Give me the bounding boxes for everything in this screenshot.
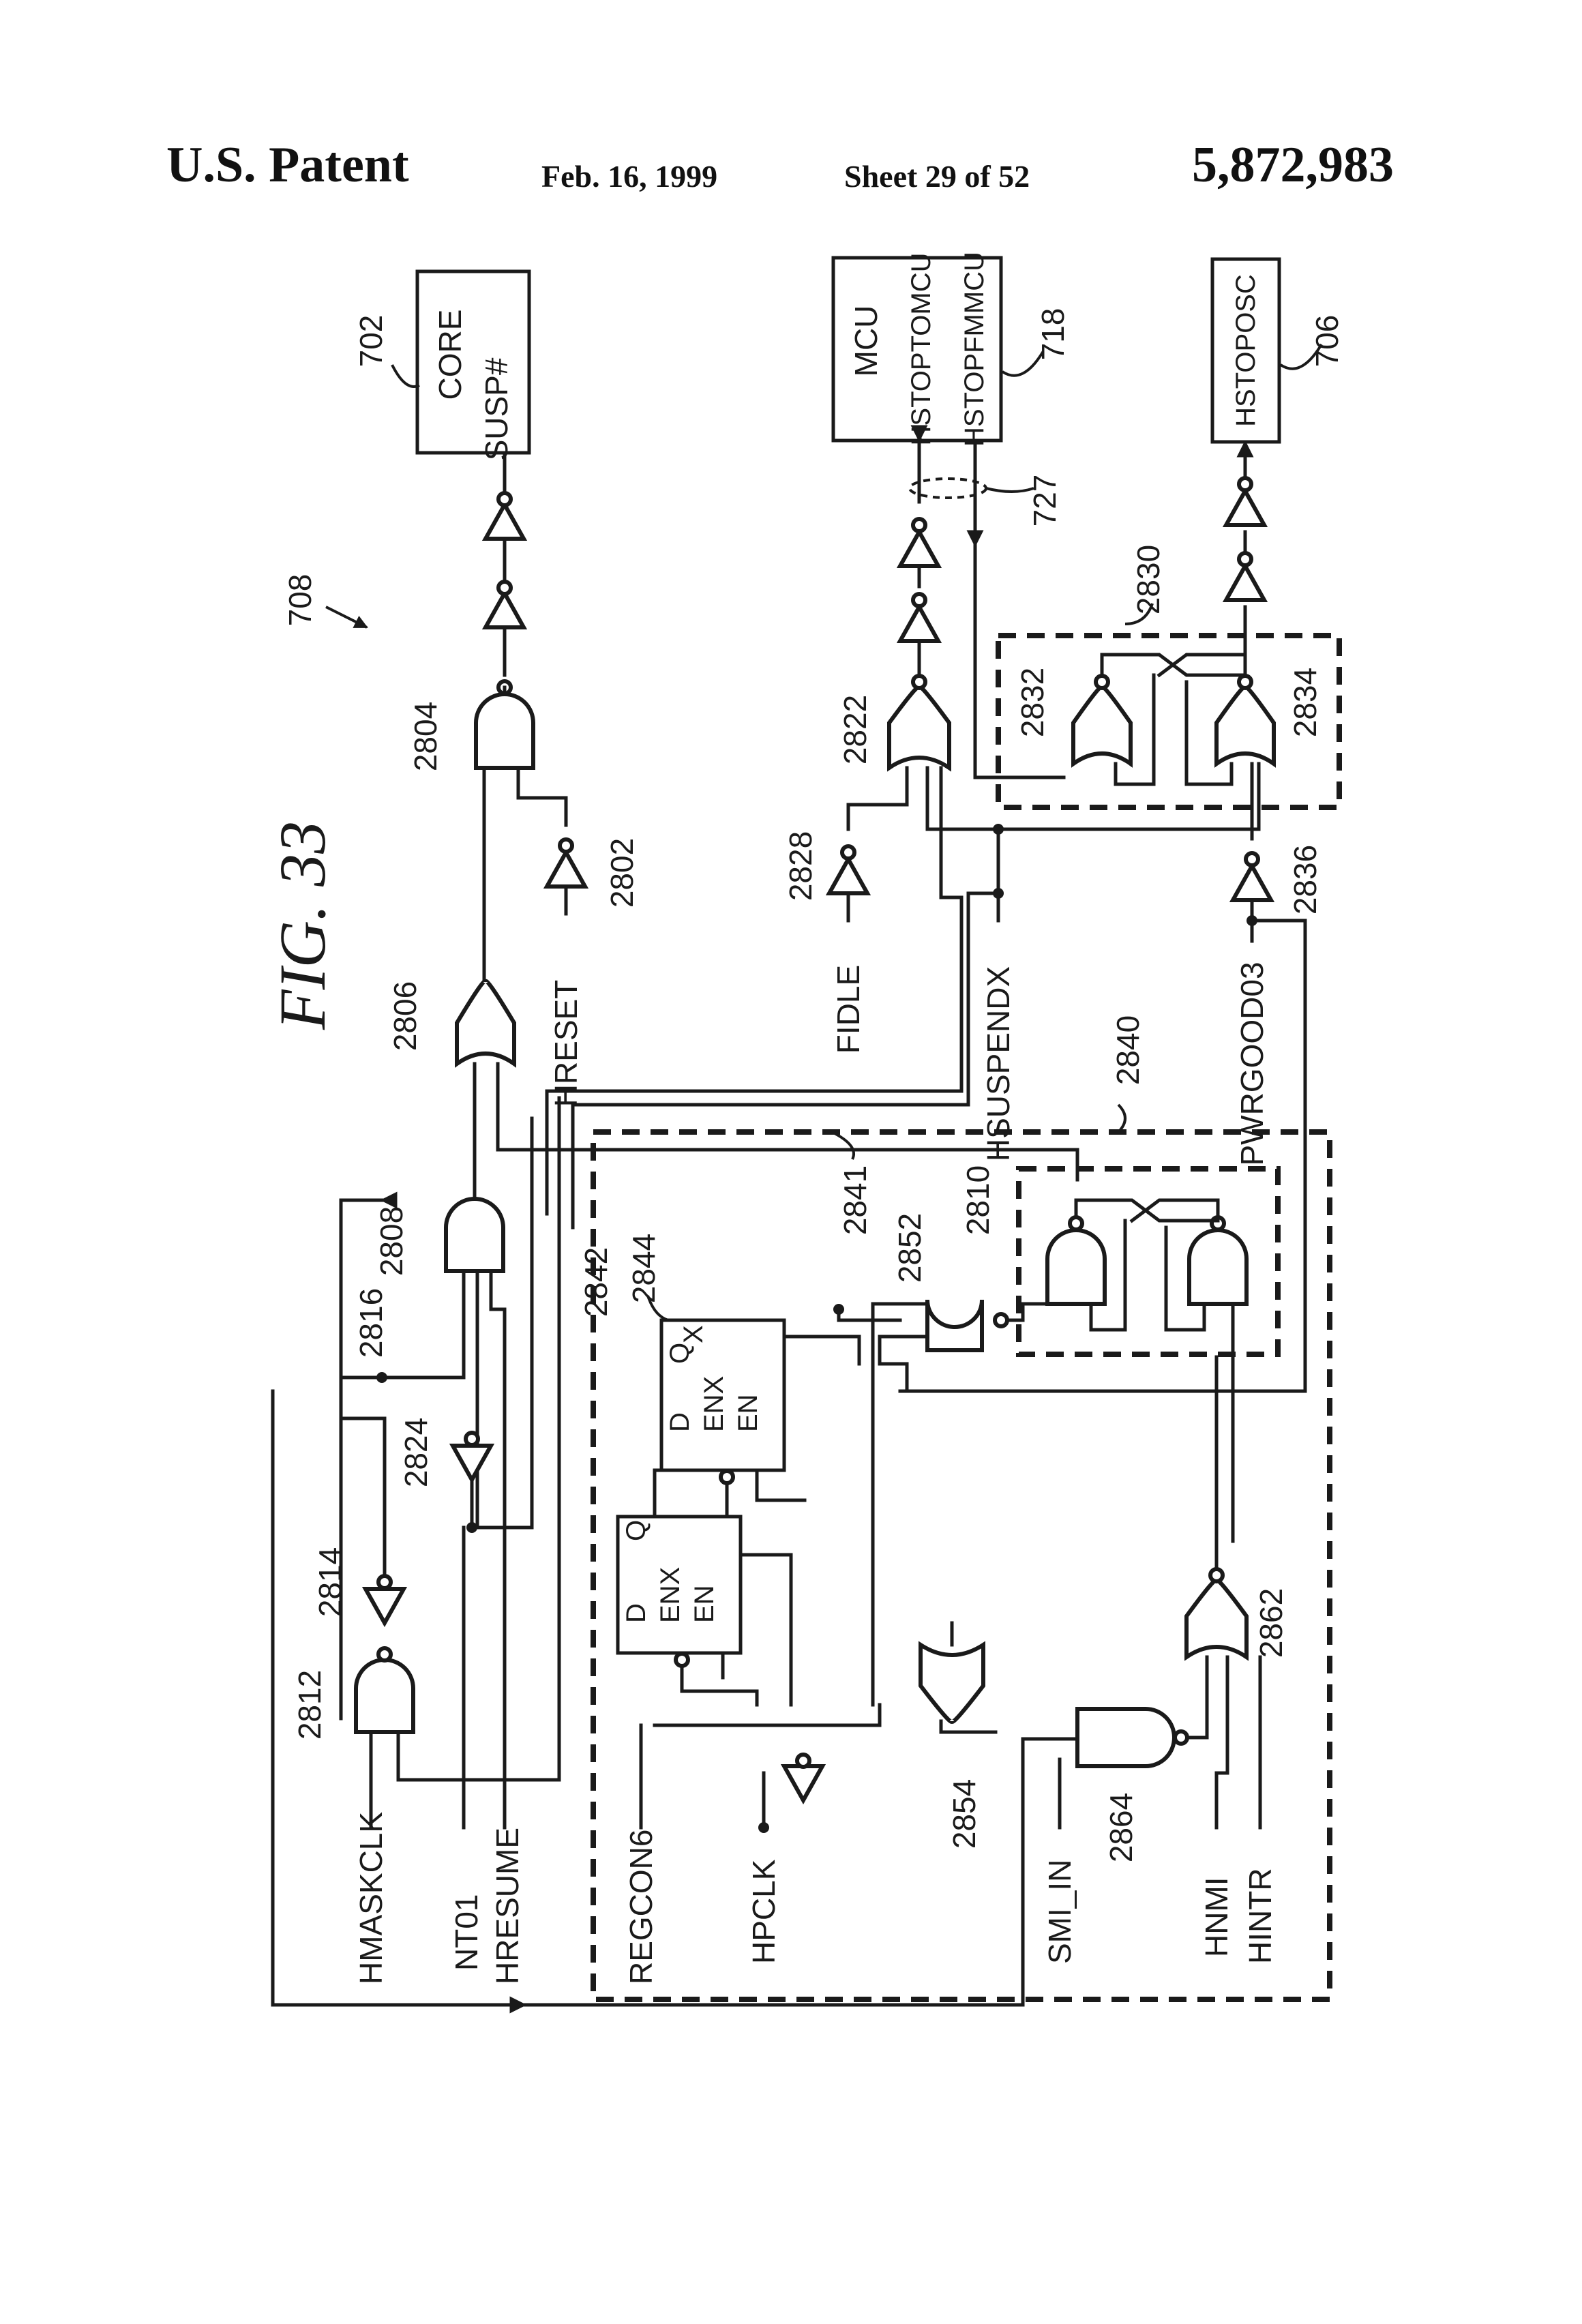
svg-text:2802: 2802 [604, 838, 640, 908]
left-logic: 2808 2816 2824 2814 2812 [271, 1096, 1278, 2014]
patent-number: 5,872,983 [1192, 137, 1394, 193]
svg-text:2841: 2841 [837, 1165, 873, 1235]
svg-text:2854: 2854 [946, 1779, 982, 1849]
svg-text:SUSP#: SUSP# [479, 357, 514, 460]
svg-text:2840: 2840 [1110, 1015, 1146, 1085]
svg-text:D: D [621, 1603, 651, 1623]
svg-text:2828: 2828 [783, 831, 818, 901]
osc-ref: 706 [1309, 315, 1345, 368]
input-hpclk: HPCLK [746, 1859, 781, 1964]
svg-text:2836: 2836 [1287, 845, 1323, 914]
svg-text:2862: 2862 [1253, 1588, 1289, 1658]
svg-text:2852: 2852 [892, 1213, 927, 1283]
input-fidle: FIDLE [831, 965, 866, 1054]
input-smi-in: SMI_IN [1042, 1860, 1077, 1964]
svg-text:CORE: CORE [432, 310, 468, 400]
input-hintr: HINTR [1242, 1868, 1278, 1964]
core-block: CORE SUSP# 702 [353, 269, 531, 460]
input-hnmi: HNMI [1199, 1877, 1234, 1957]
svg-text:ENX: ENX [655, 1567, 685, 1623]
svg-text:X: X [678, 1325, 708, 1343]
figure-ref: 708 [282, 574, 318, 627]
svg-text:Q: Q [665, 1343, 695, 1364]
patent-title: U.S. Patent [166, 137, 409, 193]
patent-date: Feb. 16, 1999 [541, 159, 718, 194]
svg-text:2822: 2822 [837, 695, 873, 764]
svg-text:2814: 2814 [312, 1547, 348, 1617]
input-pwrgood03: PWRGOOD03 [1234, 962, 1270, 1165]
svg-text:2812: 2812 [292, 1670, 327, 1740]
svg-text:HSTOPTOMCU: HSTOPTOMCU [906, 253, 936, 446]
hstop-chain: 727 2822 2828 FIDLE HSUSPENDX [545, 425, 1066, 1230]
mcu-ref: 718 [1035, 308, 1071, 361]
bus-ref: 727 [1027, 475, 1062, 527]
module-2840: 2840 2841 2810 2852 D [578, 1015, 1332, 2002]
svg-text:2816: 2816 [353, 1288, 389, 1358]
svg-text:EN: EN [689, 1585, 719, 1623]
figure-label: FIG. [266, 904, 339, 1030]
svg-text:2834: 2834 [1287, 668, 1323, 737]
input-regcon6: REGCON6 [623, 1830, 659, 1984]
svg-text:2830: 2830 [1131, 545, 1166, 614]
svg-text:2806: 2806 [387, 981, 423, 1051]
input-hsuspendx: HSUSPENDX [981, 966, 1016, 1161]
svg-text:2810: 2810 [960, 1165, 996, 1235]
svg-text:HSTOPOSC: HSTOPOSC [1231, 274, 1261, 427]
svg-text:2842: 2842 [578, 1247, 614, 1317]
svg-text:Q: Q [621, 1520, 651, 1541]
svg-text:MCU: MCU [848, 306, 884, 377]
svg-text:2824: 2824 [398, 1418, 434, 1487]
core-ref: 702 [353, 315, 389, 368]
svg-text:ENX: ENX [699, 1376, 729, 1432]
input-nt01: NT01 [449, 1894, 484, 1971]
svg-text:2808: 2808 [374, 1206, 409, 1276]
input-hmaskclk: HMASKCLK [353, 1812, 389, 1984]
svg-text:2832: 2832 [1015, 668, 1050, 737]
latch-2830: 2830 2832 2834 2836 PWRGOOD03 [898, 440, 1342, 1393]
core-chain: 2804 2802 HRESET 2806 [387, 451, 1079, 1202]
mcu-block: MCU HSTOPTOMCU HSTOPFMMCU 718 [831, 252, 1071, 447]
figure-number: 33 [266, 821, 339, 887]
sheet-number: Sheet 29 of 52 [844, 159, 1030, 194]
osc-block: HSTOPOSC 706 [1210, 257, 1345, 444]
svg-text:2864: 2864 [1103, 1793, 1139, 1862]
svg-text:HSTOPFMMCU: HSTOPFMMCU [959, 252, 989, 447]
svg-text:2844: 2844 [626, 1234, 661, 1303]
svg-text:EN: EN [733, 1394, 763, 1432]
input-hresume: HRESUME [490, 1828, 525, 1984]
input-hreset: HRESET [548, 980, 584, 1107]
svg-text:D: D [665, 1412, 695, 1432]
svg-text:2804: 2804 [408, 702, 443, 771]
